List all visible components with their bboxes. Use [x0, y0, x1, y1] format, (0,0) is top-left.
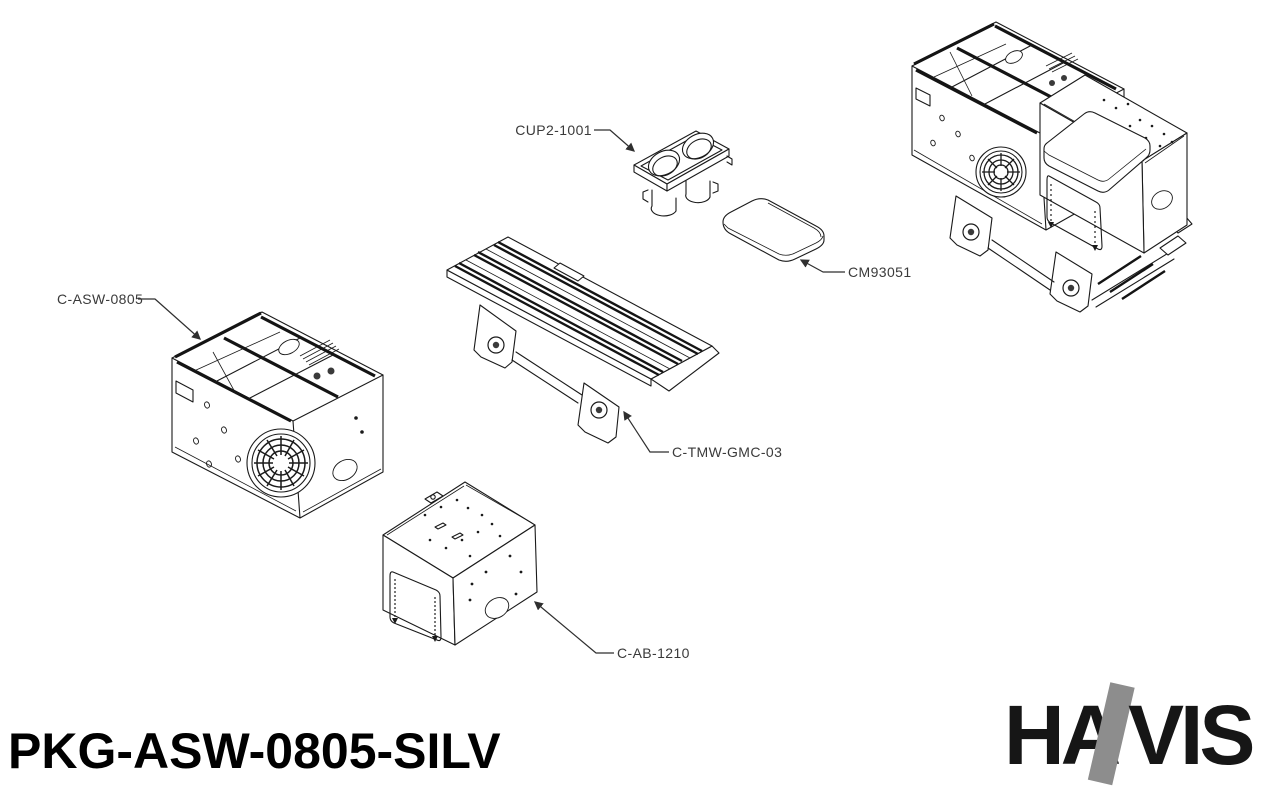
leader-cup-holder — [594, 129, 636, 152]
console-body-drawing — [171, 311, 384, 519]
assembled-console-drawing — [911, 21, 1193, 313]
cup-holder-drawing — [633, 130, 733, 217]
screw-strip-right — [432, 597, 438, 642]
accessory-box-drawing — [382, 481, 538, 646]
part-label-accessory-box: C-AB-1210 — [617, 645, 690, 661]
part-label-tunnel-mount: C-TMW-GMC-03 — [672, 444, 783, 460]
tunnel-mount-drawing — [446, 236, 720, 444]
leader-accessory-box — [533, 601, 614, 654]
armrest-pad-drawing — [722, 198, 825, 262]
leader-lines — [138, 129, 845, 654]
leader-armrest-pad — [799, 259, 845, 273]
screw-strip-left — [392, 579, 398, 624]
sheet-title: PKG-ASW-0805-SILV — [8, 723, 501, 779]
part-label-cup-holder: CUP2-1001 — [515, 122, 592, 138]
assembled-screw-strips — [1048, 184, 1098, 251]
havis-logo: HA VIS — [1004, 682, 1272, 786]
part-label-console-body: C-ASW-0805 — [57, 291, 144, 307]
part-label-armrest-pad: CM93051 — [848, 264, 912, 280]
leader-tunnel-mount — [623, 410, 669, 453]
logo-text-vis: VIS — [1128, 688, 1255, 782]
leader-console-body — [138, 298, 202, 340]
